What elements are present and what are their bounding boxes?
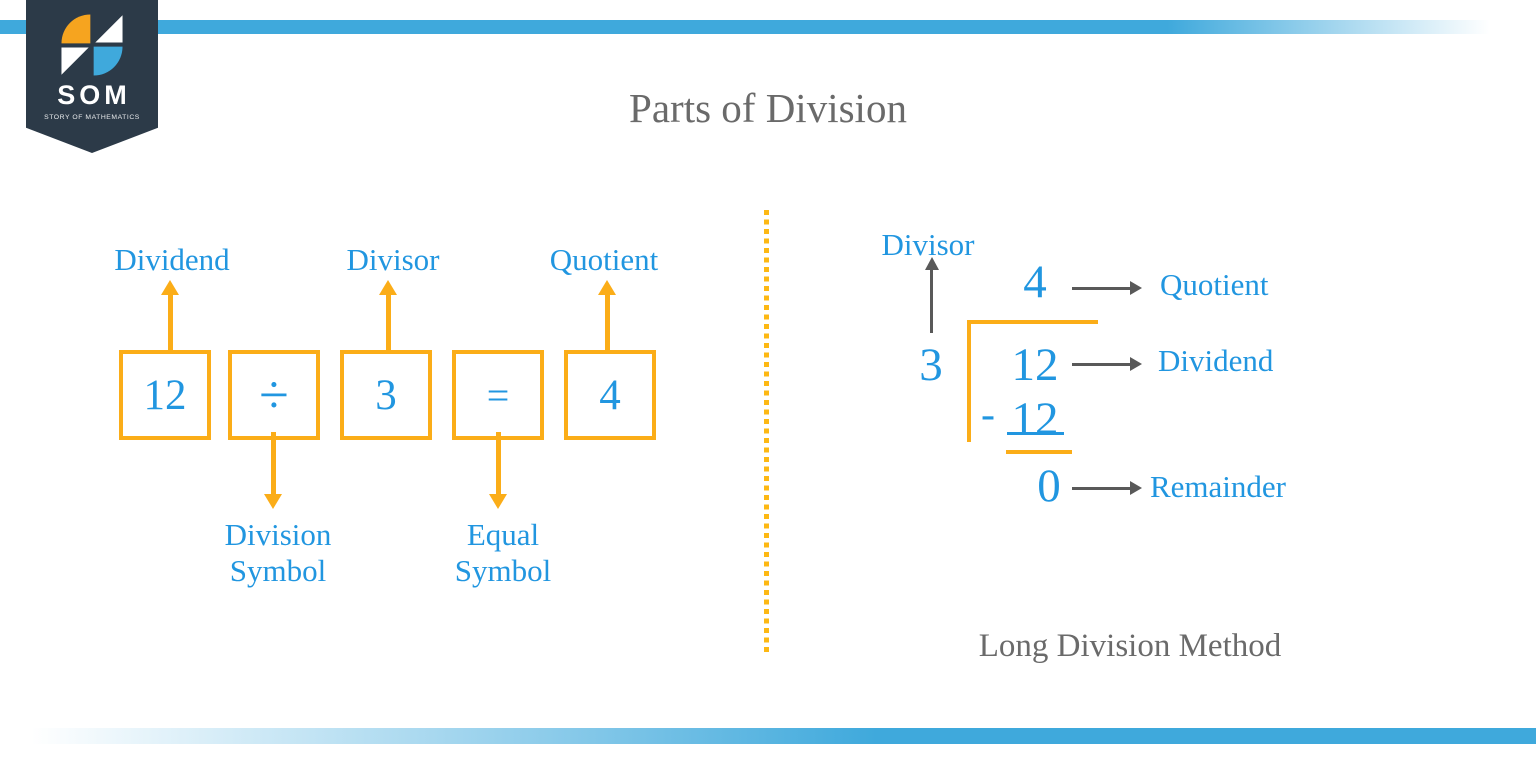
dividend-label: Dividend bbox=[114, 242, 230, 277]
ld-minus-sign: - bbox=[981, 392, 995, 438]
bottom-accent-bar bbox=[0, 728, 1536, 744]
som-pinwheel-icon bbox=[61, 14, 123, 76]
arrow-down-stem bbox=[271, 432, 276, 494]
arrow-up-icon bbox=[598, 280, 616, 295]
arrow-up-stem bbox=[168, 294, 173, 360]
dividend-box: 12 bbox=[119, 350, 211, 440]
arrow-down-icon bbox=[489, 494, 507, 509]
ld-dividend-label: Dividend bbox=[1158, 343, 1274, 378]
subtracted-underline bbox=[1007, 432, 1064, 435]
ld-divisor-value: 3 bbox=[919, 339, 943, 391]
arrow-up-icon bbox=[161, 280, 179, 295]
page-title: Parts of Division bbox=[629, 85, 907, 131]
division-symbol-box: ÷ bbox=[228, 350, 320, 440]
arrow-up-stem bbox=[605, 294, 610, 360]
gray-arrow-right-stem bbox=[1072, 487, 1130, 490]
gray-arrow-right-icon bbox=[1130, 481, 1142, 495]
ld-remainder-value: 0 bbox=[1037, 460, 1061, 512]
arrow-down-stem bbox=[496, 432, 501, 494]
divisor-label: Divisor bbox=[346, 242, 440, 277]
long-division-caption: Long Division Method bbox=[978, 628, 1282, 664]
equal-symbol-label: Equal Symbol bbox=[454, 517, 552, 588]
ld-divisor-label: Divisor bbox=[881, 227, 975, 262]
arrow-up-icon bbox=[379, 280, 397, 295]
gray-arrow-right-stem bbox=[1072, 287, 1130, 290]
gray-arrow-up-icon bbox=[925, 257, 939, 270]
arrow-down-icon bbox=[264, 494, 282, 509]
equal-symbol-box: = bbox=[452, 350, 544, 440]
dotted-divider bbox=[764, 210, 769, 652]
gray-arrow-right-icon bbox=[1130, 281, 1142, 295]
subtraction-rule bbox=[1006, 450, 1072, 454]
ld-dividend-value: 12 bbox=[1011, 339, 1059, 391]
gray-arrow-up-stem bbox=[930, 269, 933, 333]
top-accent-bar bbox=[0, 20, 1536, 34]
ld-quotient-label: Quotient bbox=[1160, 267, 1269, 302]
som-logo-banner: SOM STORY OF MATHEMATICS bbox=[26, 0, 158, 153]
arrow-up-stem bbox=[386, 294, 391, 360]
division-symbol-label: Division Symbol bbox=[224, 517, 332, 588]
ld-remainder-label: Remainder bbox=[1150, 469, 1287, 504]
ld-subtracted-value: 12 bbox=[1011, 393, 1059, 445]
ld-quotient-value: 4 bbox=[1023, 256, 1047, 308]
division-bracket-side bbox=[967, 320, 971, 442]
quotient-box: 4 bbox=[564, 350, 656, 440]
division-bracket-top bbox=[967, 320, 1098, 324]
gray-arrow-right-icon bbox=[1130, 357, 1142, 371]
gray-arrow-right-stem bbox=[1072, 363, 1130, 366]
divisor-box: 3 bbox=[340, 350, 432, 440]
logo-brand-text: SOM bbox=[57, 80, 131, 110]
quotient-label: Quotient bbox=[549, 242, 659, 277]
logo-tagline: STORY OF MATHEMATICS bbox=[44, 114, 140, 121]
